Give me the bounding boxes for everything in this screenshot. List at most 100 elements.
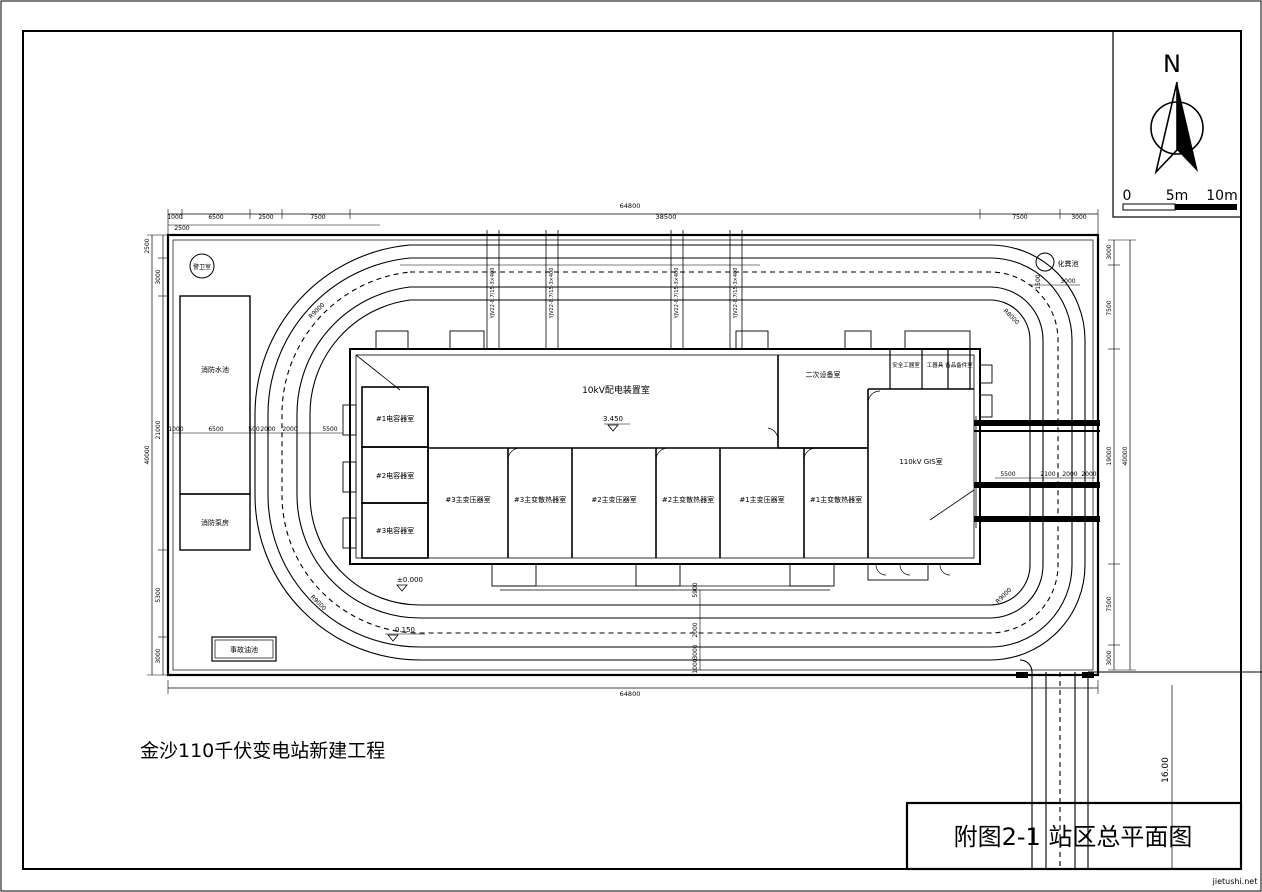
interior-dim-4: 2000 (260, 426, 275, 433)
radius-label-nw: R9000 (308, 301, 327, 320)
scale-bar-white (1122, 203, 1176, 211)
right-side-dim-4: 40000 (1122, 446, 1129, 465)
site-boundary-inner (172, 239, 1094, 671)
interior-dim-2: 6500 (208, 426, 223, 433)
capacitor-2-label: #2电容器室 (376, 471, 414, 480)
radiator-1-label: #1主变散热器室 (810, 495, 862, 504)
drawing-frame (22, 30, 1242, 870)
figure-title: 附图2-1 站区总平面图 (954, 823, 1193, 851)
scale-label-5m: 5m (1166, 188, 1189, 204)
main-building: 10kV配电装置室 3.450 二次设备室 安全工器室 工器具 备品备件室 11… (342, 330, 993, 592)
watermark: jietushi.net (1212, 877, 1258, 886)
left-dim-5: 5300 (155, 587, 162, 602)
top-seg-5: 7500 (1012, 214, 1027, 221)
fire-pool-label: 消防水池 (201, 365, 229, 374)
accident-oil-pool (211, 636, 277, 662)
interior-dim-6: 5500 (322, 426, 337, 433)
right-side-dim-3: 19000 (1106, 446, 1113, 465)
top-sub-dim: 2500 (174, 225, 189, 232)
north-arrow-panel: N 0 5m 10m (1112, 30, 1242, 218)
room-gis-label: 110kV GIS室 (899, 457, 942, 466)
right-side-dim-5: 7500 (1106, 596, 1113, 611)
incoming-lines-110kv: 5500 2100 2000 2000 (974, 416, 1100, 528)
transformer-2-label: #2主变压器室 (591, 495, 636, 504)
entrance-road: 16.00 (1016, 659, 1262, 869)
south-dim-4: 1000 (692, 658, 699, 673)
ground-elevation-label: ±0.000 (397, 576, 423, 584)
interior-dim-5: 2000 (282, 426, 297, 433)
room-tools-label: 工器具 (927, 362, 944, 369)
south-dimension-chain: 5900 2000 3000 1000 (692, 582, 701, 674)
cable-label-3: YJV22-8.7/15-3×400 (674, 268, 680, 320)
right-dim-4: 2000 (1081, 471, 1096, 478)
right-dim-1: 5500 (1000, 471, 1015, 478)
bottom-total-dim: 64800 (620, 690, 641, 698)
accident-oil-pool-label: 事故油池 (230, 645, 258, 654)
south-dim-3: 3000 (692, 644, 699, 659)
septic-label: 化粪池 (1058, 259, 1079, 268)
right-dimension-chain: 3000 7500 19000 40000 7500 3000 (1106, 239, 1136, 671)
interior-dim-1: 1000 (168, 426, 183, 433)
top-middle-dim: 38500 (656, 213, 677, 221)
cable-label-4: YJV22-8.7/15-3×400 (733, 268, 739, 320)
gate-post-left (1016, 672, 1028, 678)
septic-dim-1: 1500 (1035, 274, 1042, 289)
left-dimension-chain: 2500 3000 21000 40000 5300 3000 (144, 234, 168, 676)
right-side-dim-6: 3000 (1106, 650, 1113, 665)
south-dim-1: 5900 (692, 582, 699, 597)
floor-elevation-label: 3.450 (603, 415, 623, 423)
guard-room-symbol (189, 253, 215, 279)
room-secondary-label: 二次设备室 (806, 370, 841, 379)
guard-room-label: 警卫室 (193, 263, 211, 271)
septic-symbol (1035, 252, 1055, 272)
road-length-label: 16.00 (1161, 757, 1171, 783)
building-outline (349, 348, 981, 565)
top-seg-2: 6500 (208, 214, 223, 221)
capacitor-3-label: #3电容器室 (376, 526, 414, 535)
top-seg-3: 2500 (258, 214, 273, 221)
south-dim-2: 2000 (692, 622, 699, 637)
scale-label-10m: 10m (1206, 188, 1237, 204)
north-panel-border (1112, 30, 1242, 218)
road-elevation-label: 0.150 (395, 626, 415, 634)
room-10kv-label: 10kV配电装置室 (582, 384, 650, 396)
radiator-3-label: #3主变散热器室 (514, 495, 566, 504)
left-dim-1: 2500 (144, 238, 151, 253)
right-dim-3: 2000 (1062, 471, 1077, 478)
left-dim-2: 3000 (155, 269, 162, 284)
left-dim-3: 21000 (155, 420, 162, 439)
septic-dim-2: 3000 (1060, 278, 1075, 285)
transformer-1-label: #1主变压器室 (739, 495, 784, 504)
capacitor-1-label: #1电容器室 (376, 414, 414, 423)
right-dim-2: 2100 (1040, 471, 1055, 478)
top-seg-1: 1000 (167, 214, 182, 221)
left-dim-6: 3000 (155, 648, 162, 663)
cable-label-2: YJV22-8.7/15-3×400 (549, 268, 555, 320)
north-arrow-icon (1150, 81, 1204, 175)
north-label: N (1163, 50, 1181, 78)
gate-post-right (1082, 672, 1094, 678)
site-boundary-wall (166, 233, 1100, 677)
fire-pump-label: 消防泵房 (201, 518, 229, 527)
right-side-dim-2: 7500 (1106, 300, 1113, 315)
fire-pool (179, 295, 251, 495)
room-safety-tools-label: 安全工器室 (892, 361, 920, 369)
top-dimension-chain: 64800 38500 1000 6500 2500 7500 7500 300… (167, 202, 1099, 235)
ring-road (254, 244, 1086, 661)
top-total-dim: 64800 (620, 202, 641, 210)
bottom-dimension-chain: 64800 (167, 680, 1099, 698)
interior-dimension-row: 1000 6500 500 2000 2000 5500 (168, 426, 343, 434)
fire-pump-room (179, 493, 251, 551)
radiator-2-label: #2主变散热器室 (662, 495, 714, 504)
incoming-cables-10kv: YJV22-8.7/15-3×400 YJV22-8.7/15-3×400 YJ… (400, 230, 760, 349)
cable-label-1: YJV22-8.7/15-3×400 (490, 268, 496, 320)
figure-title-box (905, 801, 1243, 871)
top-seg-6: 3000 (1071, 214, 1086, 221)
scale-bar-black (1175, 204, 1237, 210)
interior-dim-3: 500 (248, 426, 260, 433)
top-seg-4: 7500 (310, 214, 325, 221)
transformer-3-label: #3主变压器室 (445, 495, 490, 504)
project-title: 金沙110千伏变电站新建工程 (140, 740, 385, 762)
